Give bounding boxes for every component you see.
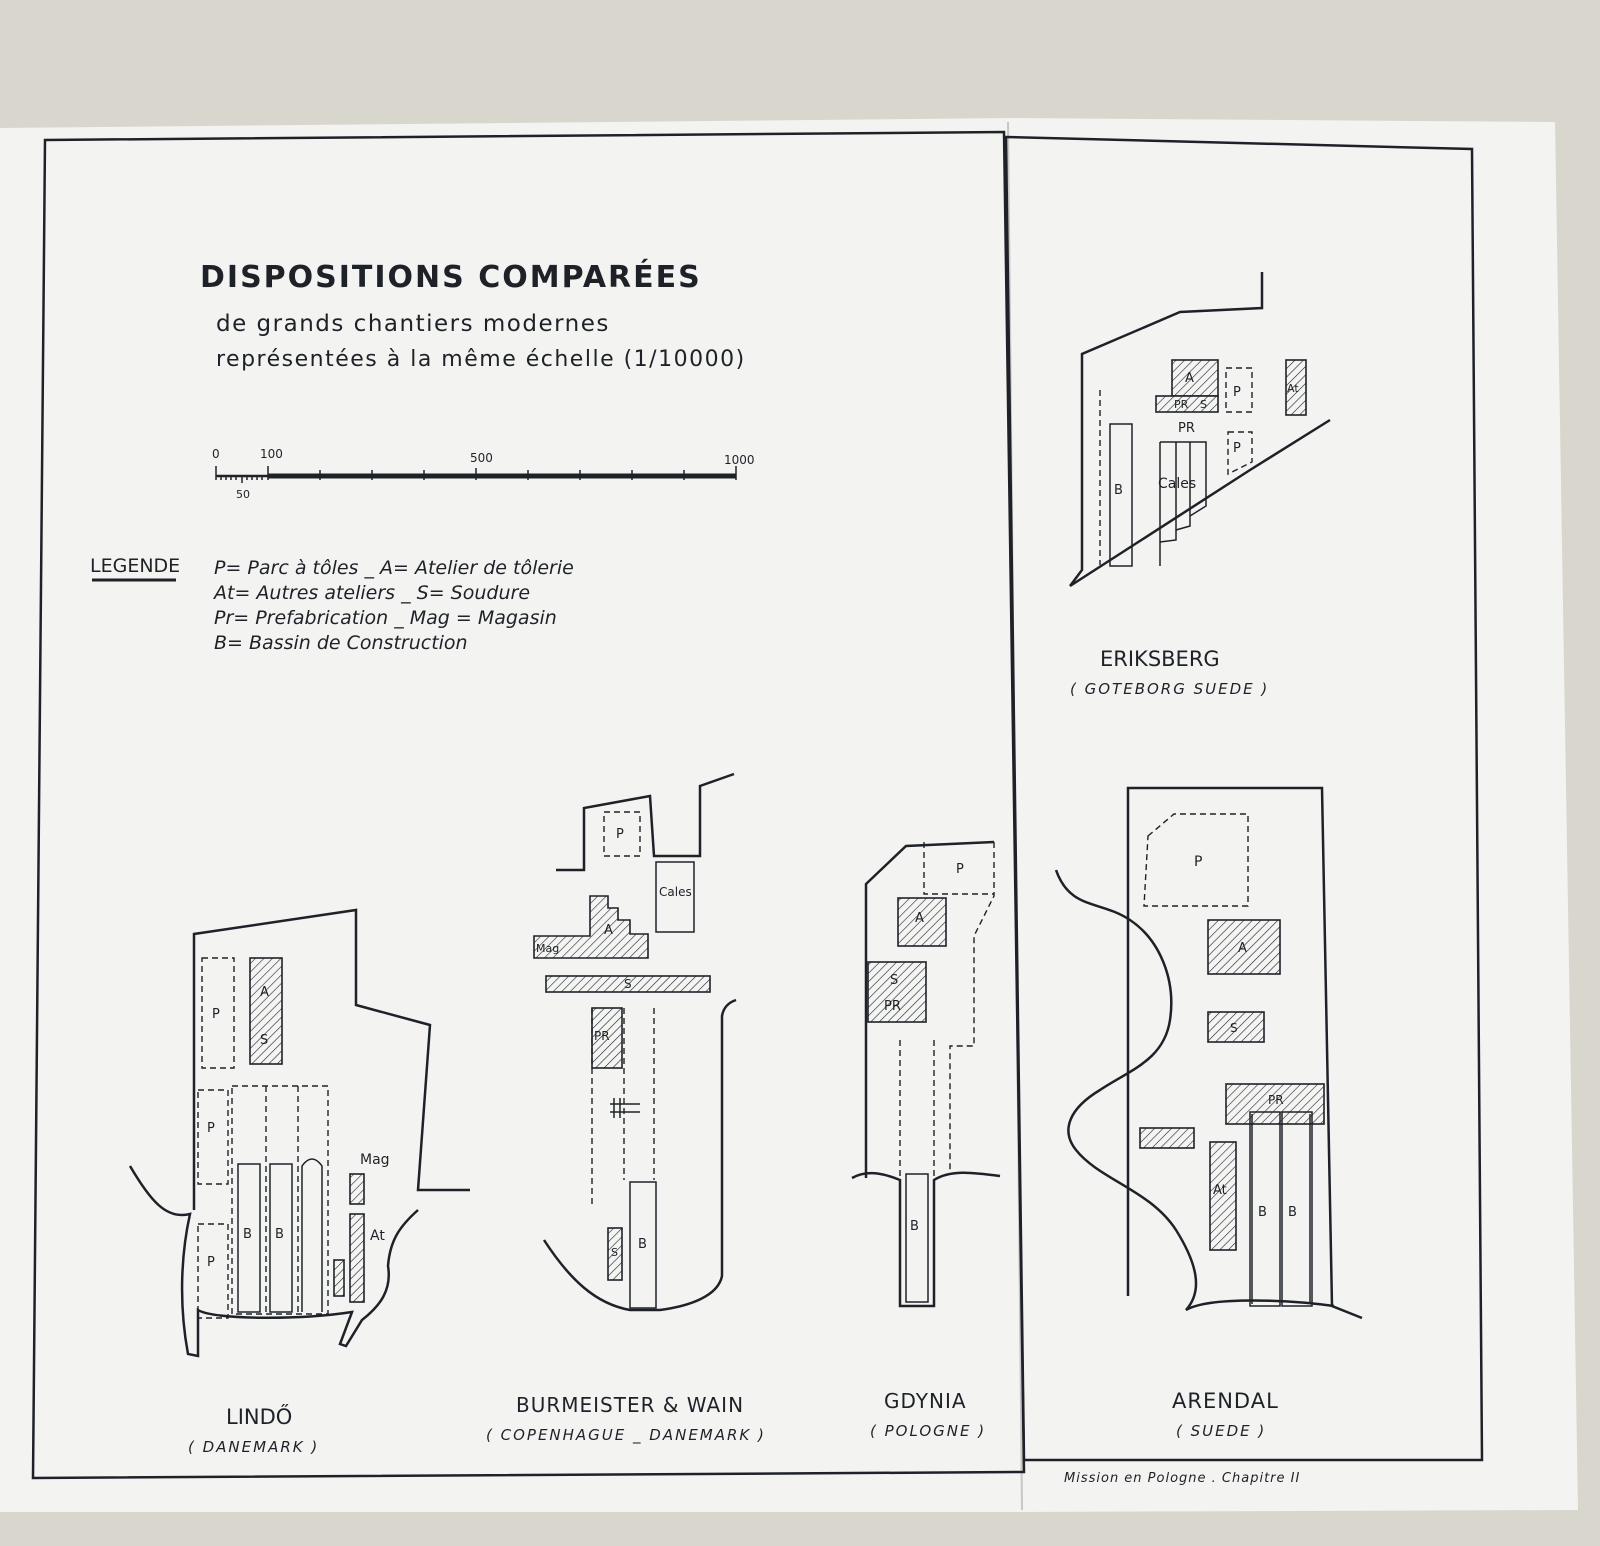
arendal-label-at: At bbox=[1213, 1183, 1227, 1198]
legend-line-4: B= Bassin de Construction bbox=[214, 632, 468, 654]
legend-line-2: At= Autres ateliers _ S= Soudure bbox=[212, 582, 530, 604]
lindo-place: ( DANEMARK ) bbox=[188, 1438, 319, 1456]
erik-label-p-2: P bbox=[1233, 441, 1241, 456]
lindo-label-mag: Mag bbox=[360, 1152, 390, 1168]
bw-place: ( COPENHAGUE _ DANEMARK ) bbox=[486, 1426, 766, 1445]
gdynia-label-b: B bbox=[910, 1219, 919, 1234]
lindo-label-p-2: P bbox=[207, 1121, 215, 1136]
yard-eriksberg: A PR S PR P P At B Cales ERIKSBERG ( GOT… bbox=[1069, 272, 1331, 698]
erik-label-at: At bbox=[1287, 382, 1299, 395]
scale-label-50: 50 bbox=[236, 488, 250, 501]
erik-label-pr-2: PR bbox=[1178, 421, 1195, 436]
lindo-label-b-2: B bbox=[275, 1227, 284, 1242]
legend: LEGENDE P= Parc à tôles _ A= Atelier de … bbox=[90, 555, 574, 654]
scale-label-0: 0 bbox=[212, 447, 220, 461]
legend-line-3: Pr= Prefabrication _ Mag = Magasin bbox=[214, 607, 557, 629]
arendal-label-b-2: B bbox=[1288, 1205, 1297, 1220]
page-frame bbox=[31, 130, 1484, 1480]
bw-label-cales: Cales bbox=[659, 885, 692, 899]
gdynia-label-pr: PR bbox=[884, 999, 901, 1014]
title-line-2: de grands chantiers modernes bbox=[216, 311, 610, 337]
scale-label-500: 500 bbox=[470, 451, 493, 465]
scale-label-100: 100 bbox=[260, 447, 283, 461]
bw-label-pr: PR bbox=[594, 1029, 610, 1043]
bw-label-s-1: S bbox=[624, 977, 632, 991]
gdynia-place: ( POLOGNE ) bbox=[870, 1422, 986, 1440]
bw-label-p: P bbox=[616, 827, 624, 842]
gdynia-name: GDYNIA bbox=[884, 1389, 967, 1413]
yard-burmeister: P Cales A Mag S PR S B BURMEISTER & WAIN… bbox=[486, 772, 766, 1445]
erik-label-a: A bbox=[1185, 371, 1194, 386]
lindo-label-a: A bbox=[260, 985, 269, 1000]
erik-label-s: S bbox=[1200, 398, 1207, 411]
arendal-name: ARENDAL bbox=[1172, 1389, 1279, 1413]
title-line-1: DISPOSITIONS COMPARÉES bbox=[200, 259, 702, 295]
arendal-label-pr: PR bbox=[1268, 1093, 1284, 1107]
arendal-label-p: P bbox=[1194, 854, 1202, 870]
lindo-label-at: At bbox=[370, 1228, 385, 1244]
lindo-label-p-3: P bbox=[207, 1255, 215, 1270]
gdynia-label-a: A bbox=[915, 911, 924, 926]
arendal-label-a: A bbox=[1238, 941, 1247, 956]
lindo-label-p-1: P bbox=[212, 1007, 220, 1022]
footer-caption: Mission en Pologne . Chapitre II bbox=[1064, 1471, 1300, 1486]
lindo-name: LINDŐ bbox=[226, 1404, 292, 1429]
arendal-label-s: S bbox=[1230, 1021, 1238, 1035]
scale-label-1000: 1000 bbox=[724, 453, 755, 467]
erik-name: ERIKSBERG bbox=[1100, 647, 1220, 671]
yard-lindo: A S P P P B B Mag At LINDŐ ( DANEMARK ) bbox=[128, 908, 470, 1456]
lindo-label-b-1: B bbox=[243, 1227, 252, 1242]
bw-label-a: A bbox=[604, 923, 613, 938]
bw-label-s-2: S bbox=[611, 1246, 618, 1259]
arendal-label-b-1: B bbox=[1258, 1205, 1267, 1220]
yard-arendal: P A S PR At B B ARENDAL ( SUEDE ) bbox=[1054, 786, 1363, 1440]
gdynia-label-p: P bbox=[956, 862, 964, 877]
gdynia-label-s: S bbox=[890, 973, 898, 988]
erik-label-pr-1: PR bbox=[1174, 398, 1189, 411]
erik-place: ( GOTEBORG SUEDE ) bbox=[1070, 680, 1269, 698]
scale-bar: 0 100 500 1000 50 bbox=[212, 447, 755, 501]
bw-name: BURMEISTER & WAIN bbox=[516, 1393, 744, 1417]
arendal-place: ( SUEDE ) bbox=[1176, 1422, 1266, 1440]
yard-gdynia: P A S PR B GDYNIA ( POLOGNE ) bbox=[851, 840, 1001, 1440]
bw-label-mag: Mag bbox=[536, 942, 559, 955]
lindo-label-s: S bbox=[260, 1033, 268, 1048]
title-line-3: représentées à la même échelle (1/10000) bbox=[216, 347, 746, 372]
erik-label-cales: Cales bbox=[1158, 476, 1196, 492]
bw-label-b: B bbox=[638, 1237, 647, 1252]
legend-heading: LEGENDE bbox=[90, 555, 180, 577]
title-block: DISPOSITIONS COMPARÉES de grands chantie… bbox=[200, 259, 746, 372]
erik-label-b: B bbox=[1114, 483, 1123, 498]
legend-line-1: P= Parc à tôles _ A= Atelier de tôlerie bbox=[214, 557, 574, 579]
erik-label-p-1: P bbox=[1233, 385, 1241, 400]
